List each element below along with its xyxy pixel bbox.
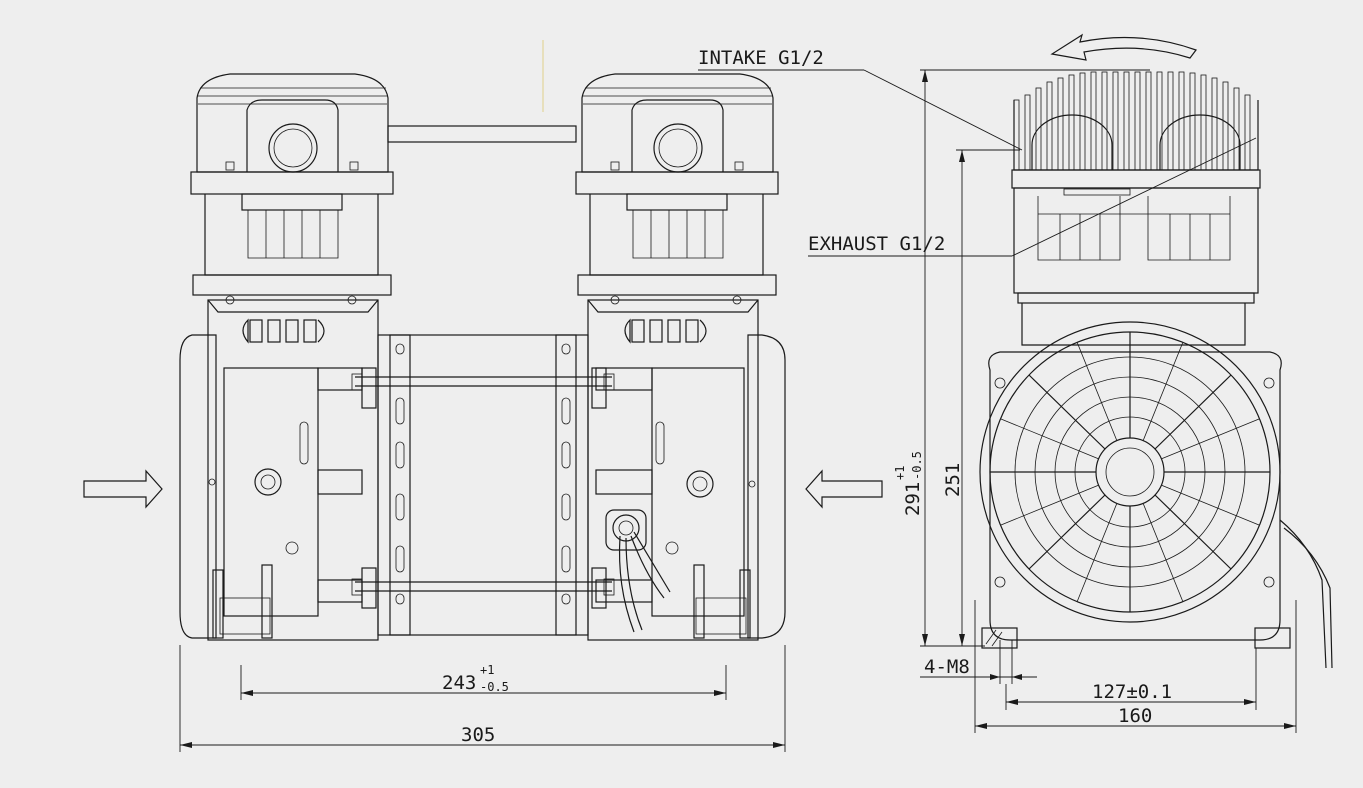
- side-crankcase: [981, 303, 1291, 649]
- dimension-length: 305: [179, 645, 786, 752]
- rotation-arrow-icon: [1050, 33, 1197, 61]
- dim-centers-tol-lower: -0.5: [480, 680, 509, 694]
- dimension-port-height: 251: [942, 149, 1020, 646]
- airflow-arrow-left-icon: [83, 469, 163, 509]
- left-cylinder-head: [190, 73, 394, 305]
- left-end-cover: [179, 334, 217, 639]
- exhaust-callout: EXHAUST G1/2: [808, 137, 1257, 257]
- dim-length-value: 305: [461, 724, 495, 746]
- right-crankcase: [587, 299, 759, 641]
- side-cable: [1279, 519, 1327, 669]
- dimension-mount-bolt: 4-M8: [920, 640, 1037, 684]
- cable-gland: [605, 509, 671, 633]
- dimension-width: 160: [974, 600, 1297, 733]
- side-head-body: [1011, 169, 1261, 304]
- dim-port-height-value: 251: [942, 463, 964, 497]
- connecting-tube: [387, 125, 577, 143]
- fan-guard: [979, 321, 1281, 623]
- exhaust-label: EXHAUST G1/2: [808, 233, 945, 255]
- left-crankcase: [207, 299, 379, 641]
- dim-centers-value: 243: [442, 672, 476, 694]
- dim-height-tol-upper: +1: [893, 466, 907, 480]
- dim-height-value: 291: [902, 482, 924, 516]
- cooling-fins: [1013, 71, 1259, 171]
- dim-height-tol-lower: -0.5: [910, 451, 924, 480]
- dimension-height: 291 +1 -0.5: [893, 69, 1150, 647]
- right-end-cover: [747, 334, 786, 639]
- dimension-centers: 243 +1 -0.5: [240, 663, 727, 700]
- dim-width-value: 160: [1118, 705, 1152, 727]
- motor-stator: [351, 334, 615, 636]
- dim-mount-spacing-value: 127±0.1: [1092, 681, 1172, 703]
- intake-label: INTAKE G1/2: [698, 47, 824, 69]
- dim-mount-bolt-value: 4-M8: [924, 656, 970, 678]
- front-view: 243 +1 -0.5 305: [83, 40, 883, 752]
- side-view: INTAKE G1/2 EXHAUST G1/2 291 +1 -0.5: [698, 33, 1333, 733]
- dim-centers-tol-upper: +1: [480, 663, 494, 677]
- dimension-mount-spacing: 127±0.1: [1005, 648, 1257, 710]
- airflow-arrow-right-icon: [805, 469, 883, 509]
- right-cylinder-head: [575, 73, 779, 305]
- intake-callout: INTAKE G1/2: [698, 47, 1023, 151]
